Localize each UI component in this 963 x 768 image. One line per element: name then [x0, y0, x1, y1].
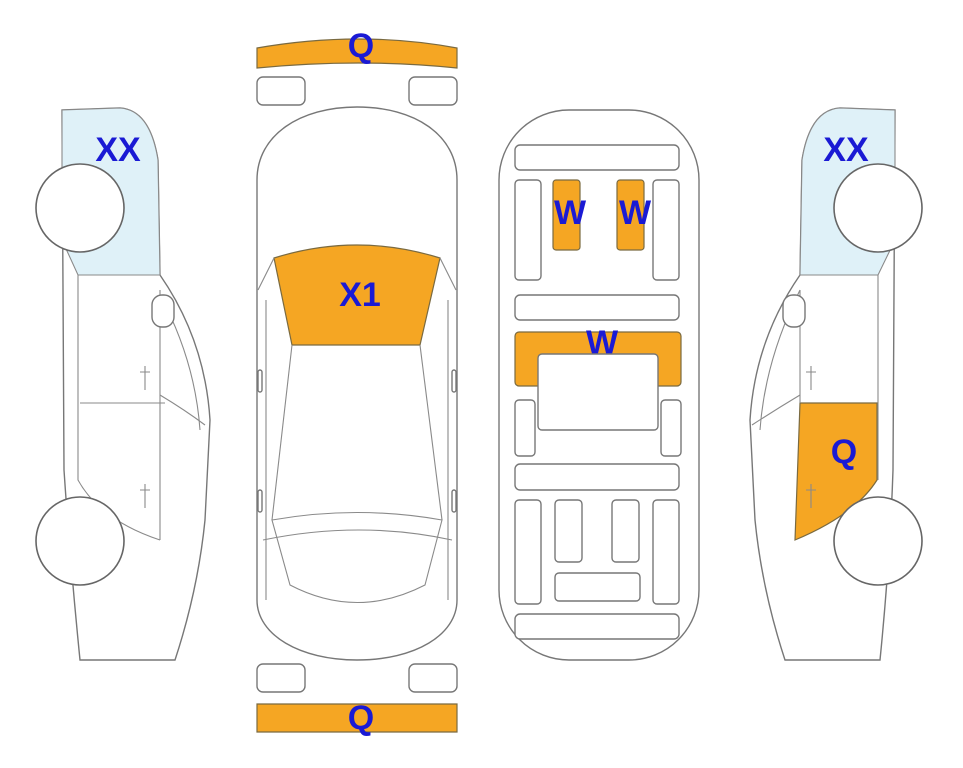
front-bumper-label: Q [348, 27, 374, 65]
rear-bumper-part[interactable] [256, 703, 458, 733]
right-rear-door-label: Q [831, 433, 857, 471]
right-side-view: XX Q [749, 107, 923, 661]
top-body-outline [256, 106, 458, 661]
right-front-wheel [833, 163, 923, 253]
left-side-view: XX [35, 107, 211, 661]
rear-bumper-label: Q [348, 699, 374, 737]
interior-view: W W W [498, 109, 700, 661]
left-seat-b-part[interactable] [616, 179, 645, 251]
left-seat-b-label: W [619, 194, 652, 232]
left-rear-window-label: XX [95, 131, 141, 169]
right-rear-window-label: XX [823, 131, 869, 169]
windshield-label: X1 [339, 276, 381, 314]
right-rear-wheel [833, 496, 923, 586]
windshield-part[interactable] [273, 244, 441, 346]
top-view: Q X1 Q [256, 27, 458, 737]
front-bumper-part[interactable] [256, 38, 458, 69]
left-seat-a-label: W [554, 194, 587, 232]
left-front-wheel [35, 163, 125, 253]
left-seat-a-part[interactable] [552, 179, 581, 251]
left-rear-wheel [35, 496, 125, 586]
